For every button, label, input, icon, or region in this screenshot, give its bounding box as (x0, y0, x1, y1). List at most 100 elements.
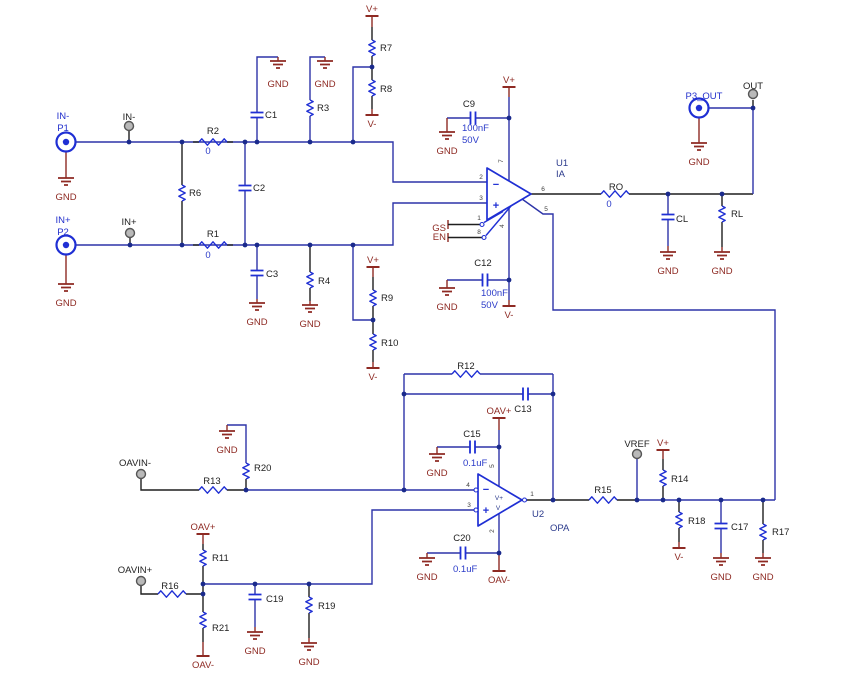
junction-dot (401, 487, 407, 493)
label-vp: V+ (367, 255, 379, 266)
resistor-RO (600, 190, 630, 198)
label-p5n: 5 (544, 206, 548, 213)
label-r17: R17 (772, 527, 789, 538)
label-r16: R16 (161, 581, 178, 592)
label-u2: U2 (532, 509, 544, 520)
capacitor-C9 (469, 111, 477, 125)
gnd-symbol (58, 177, 74, 186)
resistor-RL (718, 205, 726, 223)
junction-dot (401, 391, 407, 397)
junction-dot (719, 191, 725, 197)
gnd-symbol (439, 287, 455, 296)
junction-dot (718, 497, 724, 503)
resistor-R17 (759, 523, 767, 541)
label-r0: 0 (606, 199, 611, 210)
label-gnd: GND (426, 468, 447, 479)
label-c19: C19 (266, 594, 283, 605)
label-p7n: 7 (498, 159, 505, 163)
junction-dot (254, 139, 260, 145)
pin-circle (473, 507, 479, 513)
connector-center-P1 (62, 138, 70, 146)
label-gnd: GND (416, 572, 437, 583)
resistor-R1 (198, 241, 228, 249)
label-vp: V+ (503, 75, 515, 86)
label-plus: + (483, 505, 489, 517)
label-p2n: 2 (489, 529, 496, 533)
label-gnd: GND (267, 79, 288, 90)
capacitor-C20 (459, 546, 467, 560)
label-oavm: OAV- (488, 575, 510, 586)
label-r20: R20 (254, 463, 271, 474)
opamp-U2 (477, 473, 523, 527)
junction-dot (506, 277, 512, 283)
label-p1n: 1 (530, 491, 534, 498)
label-c01: 0.1uF (453, 564, 477, 575)
capacitor-C1 (250, 111, 264, 119)
resistor-R15 (588, 496, 618, 504)
pin-circle (479, 221, 485, 228)
label-gnd: GND (711, 266, 732, 277)
connector-center-P3 (695, 104, 703, 112)
label-r15: R15 (594, 485, 611, 496)
junction-dot (254, 242, 260, 248)
wire (708, 107, 754, 194)
resistor-R16 (157, 590, 187, 598)
junction-dot (496, 444, 502, 450)
label-r14: R14 (671, 474, 688, 485)
label-cl: CL (676, 214, 688, 225)
capacitor-CL (661, 213, 675, 221)
junction-dot (179, 139, 185, 145)
wire (256, 56, 278, 112)
label-oavm: OAV- (192, 660, 214, 671)
label-r1: R1 (207, 229, 219, 240)
label-tpin_p: IN+ (121, 217, 137, 228)
junction-dot (242, 242, 248, 248)
gnd-symbol (439, 131, 455, 140)
label-gnd: GND (244, 646, 265, 657)
label-r8: R8 (380, 84, 392, 95)
junction-dot (660, 497, 666, 503)
label-gnd: GND (216, 445, 237, 456)
gnd-symbol (755, 557, 771, 566)
resistor-R13 (198, 486, 228, 494)
junction-dot (350, 139, 356, 145)
label-r11: R11 (212, 553, 229, 564)
label-vp: V+ (657, 438, 669, 449)
label-r6: R6 (189, 188, 201, 199)
resistor-R6 (178, 184, 186, 202)
testpoint-out (747, 88, 759, 100)
label-tpin_m: IN- (123, 112, 136, 123)
label-c01: 0.1uF (463, 458, 487, 469)
capacitor-C17 (714, 522, 728, 530)
label-vp: V+ (366, 4, 378, 15)
junction-dot (126, 139, 132, 145)
label-p2b: P2 (57, 227, 69, 238)
gnd-symbol (660, 251, 676, 260)
junction-dot (243, 487, 249, 493)
label-gnd: GND (55, 192, 76, 203)
label-gnd: GND (710, 572, 731, 583)
junction-dot (506, 115, 512, 121)
label-r13: R13 (203, 476, 220, 487)
label-gs: GS (432, 223, 446, 234)
gnd-symbol (419, 557, 435, 566)
label-gnd: GND (657, 266, 678, 277)
testpoint-oavin-plus (135, 575, 147, 587)
junction-dot (127, 242, 133, 248)
label-p3: P3_OUT (686, 91, 723, 102)
resistor-R8 (368, 79, 376, 97)
label-c100n: 100nF (481, 288, 508, 299)
resistor-R21 (199, 611, 207, 629)
label-p3n: 3 (467, 502, 471, 509)
label-c100n: 100nF (462, 123, 489, 134)
wire (352, 66, 372, 142)
label-c12: C12 (474, 258, 491, 269)
label-p8n: 8 (477, 229, 481, 236)
label-r4: R4 (318, 276, 330, 287)
label-v_plus_small: V+ (495, 495, 503, 502)
opamp-U1 (486, 167, 532, 221)
junction-dot (179, 242, 185, 248)
resistor-R4 (306, 271, 314, 289)
